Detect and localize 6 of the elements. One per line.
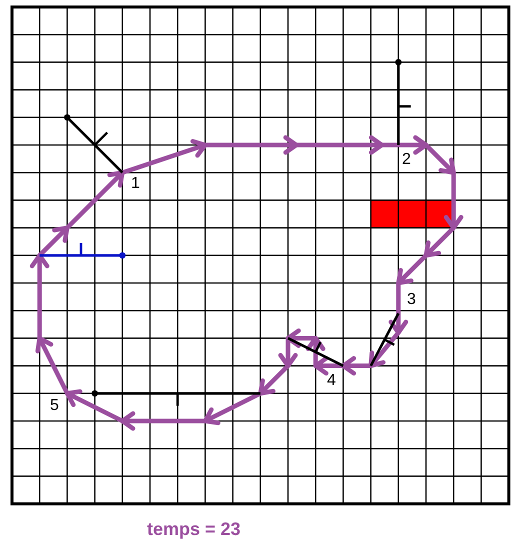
point-number: 1 [131, 176, 140, 192]
caption: temps = 23 [147, 520, 241, 538]
point-number: 2 [402, 152, 411, 168]
point-number: 3 [407, 292, 416, 308]
point-number: 4 [327, 373, 336, 389]
point-number: 5 [50, 398, 59, 414]
